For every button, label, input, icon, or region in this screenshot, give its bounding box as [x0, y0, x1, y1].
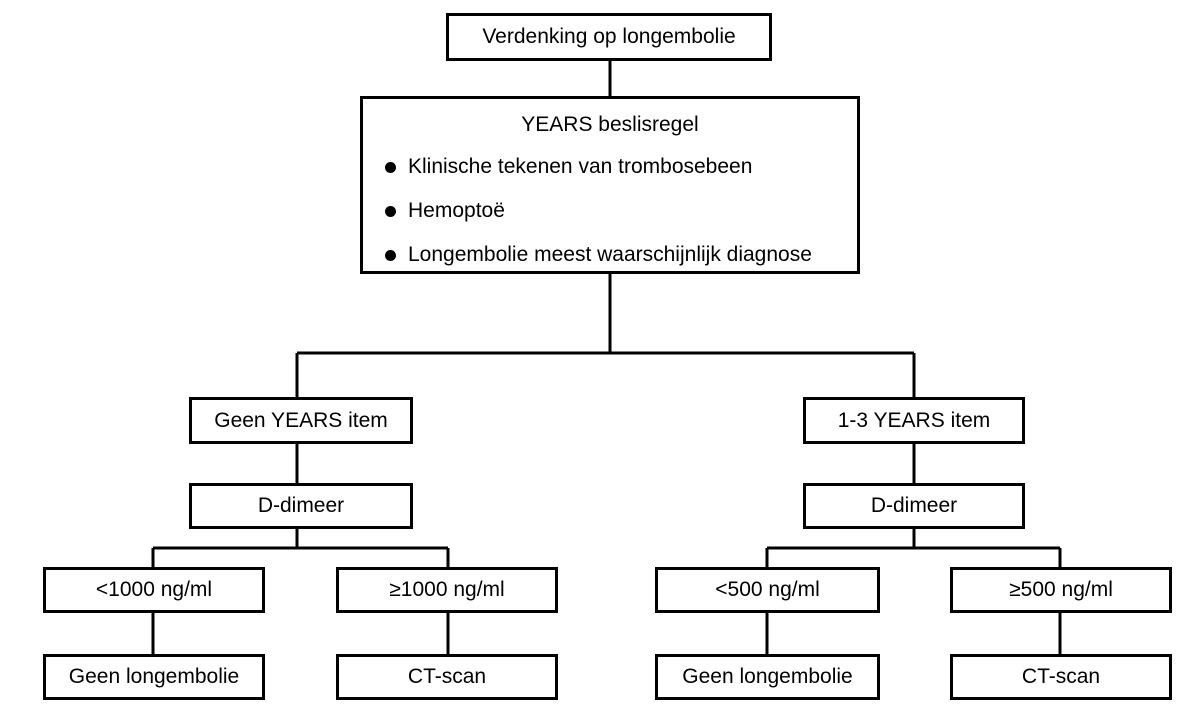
left-low-outcome-label: Geen longembolie: [68, 665, 240, 688]
years-criterion: Hemoptoë: [385, 189, 812, 233]
root-node: Verdenking op longembolie: [446, 13, 772, 61]
years-criterion-label: Longembolie meest waarschijnlijk diagnos…: [408, 243, 812, 266]
right-low-threshold-label: <500 ng/ml: [715, 578, 820, 601]
years-criterion: Klinische tekenen van trombosebeen: [385, 145, 812, 189]
left-high-threshold-node: ≥1000 ng/ml: [336, 567, 558, 613]
right-ddimer-label: D-dimeer: [870, 494, 958, 517]
right-high-outcome-node: CT-scan: [950, 654, 1172, 700]
right-high-threshold-node: ≥500 ng/ml: [950, 567, 1172, 613]
right-branch-node: 1-3 YEARS item: [803, 397, 1025, 444]
right-low-outcome-node: Geen longembolie: [655, 654, 880, 700]
years-criterion-label: Klinische tekenen van trombosebeen: [408, 155, 753, 178]
years-rule-box: YEARS beslisregel Klinische tekenen van …: [360, 96, 860, 274]
left-low-outcome-node: Geen longembolie: [43, 654, 265, 700]
left-branch-label: Geen YEARS item: [214, 408, 388, 432]
left-high-threshold-label: ≥1000 ng/ml: [389, 578, 505, 601]
left-high-outcome-label: CT-scan: [407, 665, 487, 688]
right-high-outcome-label: CT-scan: [1021, 665, 1101, 688]
years-criterion: Longembolie meest waarschijnlijk diagnos…: [385, 233, 812, 277]
left-low-threshold-label: <1000 ng/ml: [95, 578, 213, 601]
left-low-threshold-node: <1000 ng/ml: [43, 567, 265, 613]
right-branch-label: 1-3 YEARS item: [837, 408, 991, 432]
years-criterion-label: Hemoptoë: [408, 199, 505, 222]
root-label: Verdenking op longembolie: [482, 25, 736, 48]
years-rule-title: YEARS beslisregel: [521, 113, 699, 136]
left-branch-node: Geen YEARS item: [189, 397, 413, 444]
right-high-threshold-label: ≥500 ng/ml: [1009, 578, 1113, 601]
right-low-outcome-label: Geen longembolie: [682, 665, 853, 688]
right-low-threshold-node: <500 ng/ml: [655, 567, 880, 613]
bullet-icon: [385, 161, 396, 173]
left-high-outcome-node: CT-scan: [336, 654, 558, 700]
right-ddimer-node: D-dimeer: [803, 483, 1025, 529]
bullet-icon: [385, 205, 396, 217]
bullet-icon: [385, 249, 396, 261]
left-ddimer-node: D-dimeer: [189, 483, 413, 529]
left-ddimer-label: D-dimeer: [257, 494, 345, 517]
years-criteria-list: Klinische tekenen van trombosebeen Hemop…: [385, 145, 812, 277]
